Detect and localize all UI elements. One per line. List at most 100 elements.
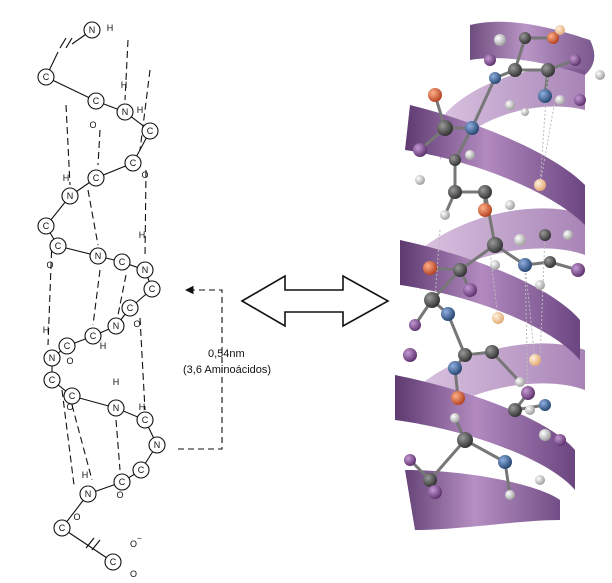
carbon-ball: [508, 63, 522, 77]
nitrogen-ball: [448, 361, 462, 375]
r-group-ball: [409, 319, 421, 331]
carbonyl-oxygen: O: [141, 170, 148, 180]
hydrogen-ball: [595, 70, 605, 80]
nitrogen-ball: [539, 399, 551, 411]
hydrogen-ball: [505, 490, 515, 500]
carbon-ball: [437, 120, 453, 136]
carbonyl-oxygen: O: [66, 402, 73, 412]
nitrogen-atom: N: [142, 265, 149, 275]
hydrogen-bond: [145, 170, 146, 258]
carbon-atom: C: [93, 173, 100, 183]
r-group-ball: [484, 54, 496, 66]
amide-hydrogen: H: [100, 341, 107, 351]
hydrogen-ball: [563, 230, 573, 240]
r-group-ball: [463, 283, 477, 297]
carbon-atom: C: [90, 331, 97, 341]
carbon-atom: C: [149, 284, 156, 294]
carbon-atom: C: [147, 126, 154, 136]
hbond-ball: [555, 25, 565, 35]
ribbon-front-segment: [405, 105, 585, 225]
amide-hydrogen: H: [139, 402, 146, 412]
amide-hydrogen: H: [82, 470, 89, 480]
carbon-ball: [485, 345, 499, 359]
carbonyl-oxygen: O: [133, 319, 140, 329]
amide-hydrogen: H: [113, 377, 120, 387]
r-group-ball: [554, 434, 566, 446]
oxygen-ball: [451, 391, 465, 405]
hydrogen-ball: [515, 377, 525, 387]
hydrogen-bond: [116, 420, 120, 470]
carbon-ball: [544, 256, 556, 268]
nitrogen-ball: [489, 72, 501, 84]
hydrogen-ball: [505, 100, 515, 110]
carbon-atom: C: [142, 415, 149, 425]
amide-hydrogen: H: [43, 325, 50, 335]
carbon-atom: C: [55, 241, 62, 251]
carbon-ball: [424, 292, 440, 308]
carbonyl-oxygen: O: [73, 512, 80, 522]
hydrogen-bond: [88, 190, 98, 245]
hydrogen-ball: [555, 95, 565, 105]
hydrogen-ball: [494, 34, 506, 46]
hydrogen-ball: [535, 280, 545, 290]
nitrogen-atom: N: [67, 191, 74, 201]
carbon-ball: [519, 32, 531, 44]
amide-hydrogen: H: [63, 173, 70, 183]
carbonyl-oxygen: O: [66, 356, 73, 366]
carbon-atom: C: [64, 341, 71, 351]
carbon-ball: [541, 63, 555, 77]
carbon-ball: [448, 185, 462, 199]
carbon-ball: [487, 237, 503, 253]
carbon-atom: C: [127, 303, 134, 313]
carbon-atom: C: [49, 375, 56, 385]
pitch-annotation: 0,54nm (3,6 Aminoácidos): [178, 290, 271, 449]
hydrogen-ball: [440, 210, 450, 220]
carbon-atom: C: [119, 477, 126, 487]
skeletal-helix-diagram: NCCNCCCNCCNCNCCNCCNCCNCNCCNCCOOOOOOOOHHH…: [38, 22, 165, 570]
nitrogen-atom: N: [95, 251, 102, 261]
carbon-ball: [458, 348, 472, 362]
r-group-ball: [403, 348, 417, 362]
nitrogen-ball: [538, 89, 552, 103]
terminal-oxygen: O: [130, 569, 137, 579]
nitrogen-atom: N: [122, 107, 129, 117]
carbon-atom: C: [69, 391, 76, 401]
carbon-atom: C: [110, 557, 117, 567]
hydrogen-ball: [525, 405, 535, 415]
r-group-ball: [571, 263, 585, 277]
equivalence-arrow: [242, 276, 388, 326]
hbond-ball: [534, 179, 546, 191]
amide-hydrogen: H: [107, 23, 114, 33]
carbonyl-oxygen: O: [46, 260, 53, 270]
oxygen-ball: [428, 88, 442, 102]
backbone-bond: [62, 528, 113, 562]
hbond-ball: [492, 312, 504, 324]
ribbon-front-segment: [470, 22, 594, 75]
nitrogen-ball: [518, 258, 532, 272]
hydrogen-bond: [72, 405, 92, 480]
hydrogen-bond: [125, 40, 128, 100]
nitrogen-ball: [498, 455, 512, 469]
hydrogen-ball: [514, 234, 526, 246]
r-group-ball: [404, 454, 416, 466]
nitrogen-atom: N: [113, 321, 120, 331]
carbon-ball: [449, 154, 461, 166]
amide-hydrogen: H: [121, 80, 128, 90]
carbon-ball: [539, 229, 551, 241]
nitrogen-atom: N: [85, 489, 92, 499]
nitrogen-atom: N: [49, 353, 56, 363]
carbon-atom: C: [43, 221, 50, 231]
hydrogen-ball: [539, 429, 551, 441]
chain-break-bottom: [86, 538, 100, 550]
r-group-ball: [413, 143, 427, 157]
amide-hydrogen: H: [137, 105, 144, 115]
carbonyl-oxygen: O: [116, 490, 123, 500]
amide-hydrogen: H: [139, 230, 146, 240]
carbon-atom: C: [93, 96, 100, 106]
charge-sign: −: [137, 534, 142, 543]
carbonyl-oxygen: O: [89, 120, 96, 130]
hydrogen-bond: [93, 270, 100, 325]
terminal-oxygen-charged: O: [130, 539, 137, 549]
hydrogen-ball: [450, 413, 460, 423]
